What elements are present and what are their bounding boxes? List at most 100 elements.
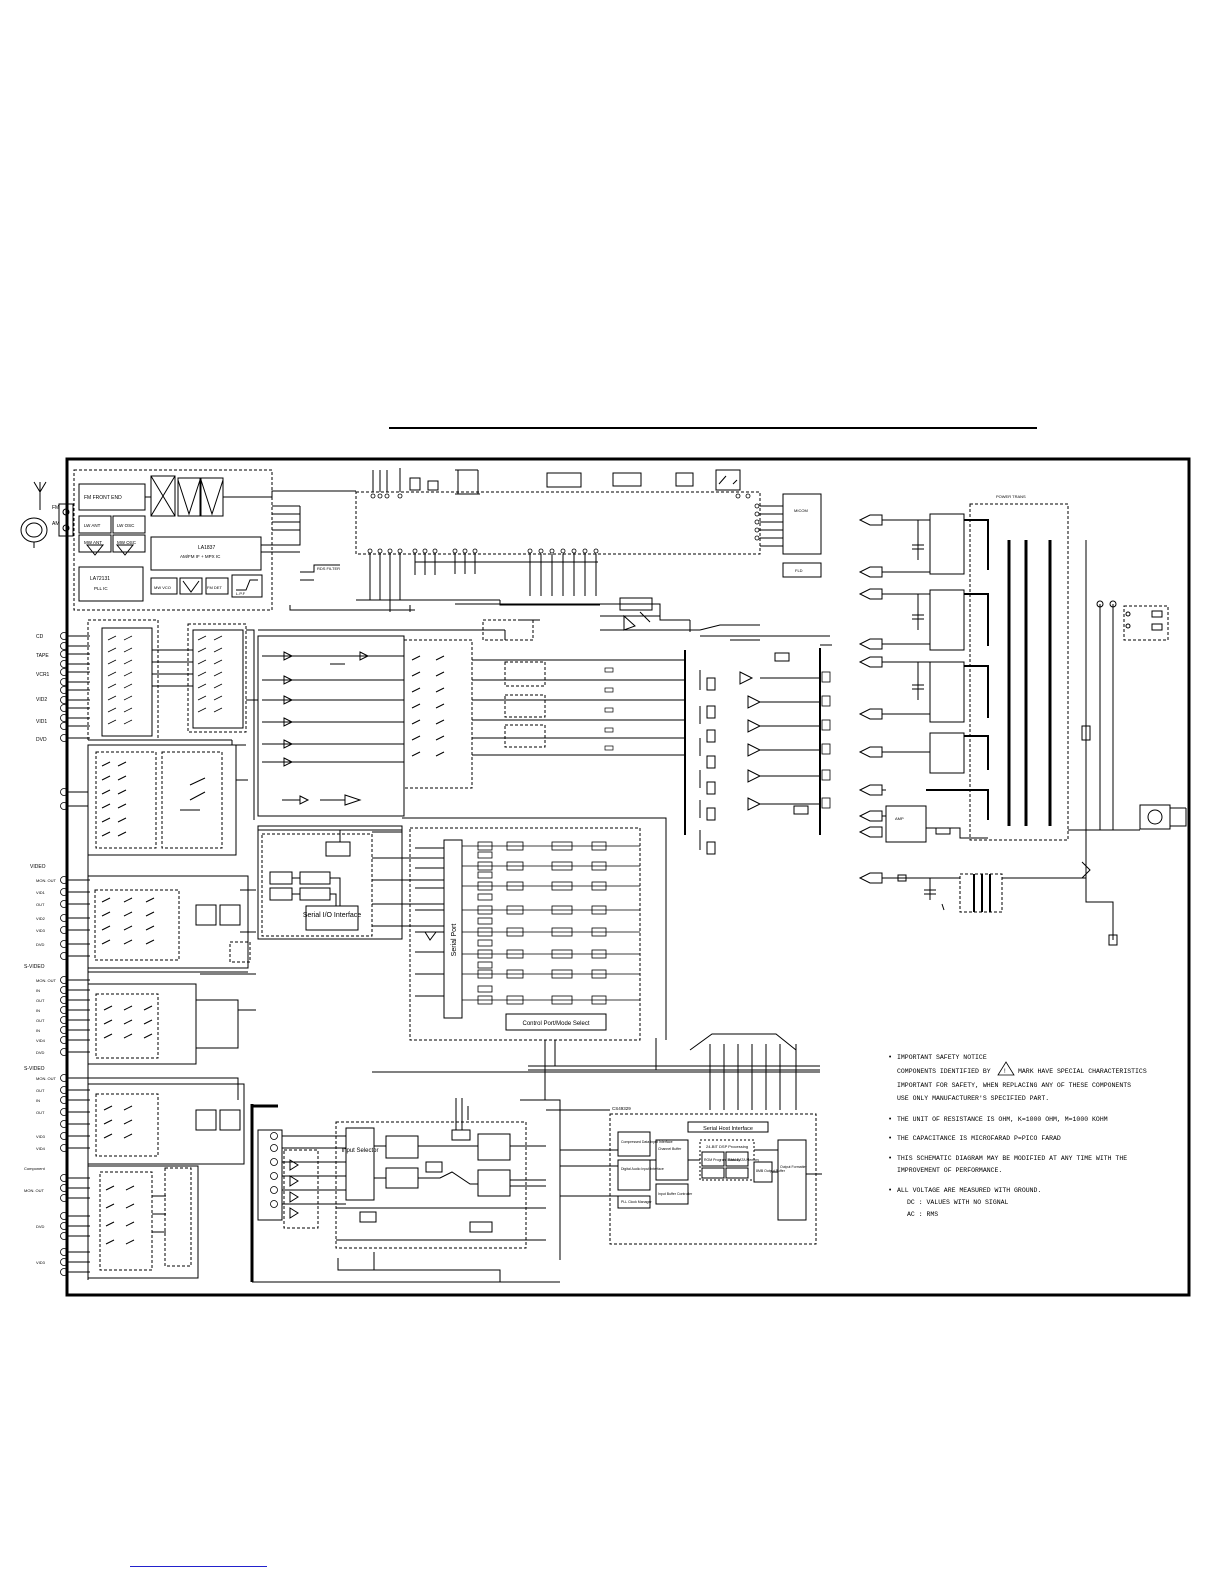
note-voltage-c: AC : RMS bbox=[907, 1211, 938, 1218]
svideo-header: S-VIDEO bbox=[24, 964, 45, 970]
micom-dots bbox=[367, 493, 760, 554]
input-vid2: VID2 bbox=[36, 697, 47, 703]
if-desc-label: AM/FM IF + MPX IC bbox=[180, 554, 221, 559]
dsp-labels: Serial I/O Interface Serial Port Control… bbox=[303, 912, 590, 1027]
component-mon-out: MON. OUT bbox=[36, 1076, 57, 1081]
input-buffer-label: Input Buffer Controller bbox=[658, 1192, 693, 1196]
decoder-jacks bbox=[270, 1132, 278, 1208]
channel-buffer-label: Channel Buffer bbox=[658, 1147, 682, 1151]
component-in: IN bbox=[36, 1098, 40, 1103]
micom-section bbox=[355, 468, 822, 632]
output-buffer-label: 8MB Output Buffer bbox=[756, 1169, 786, 1173]
note-safety-c: IMPORTANT FOR SAFETY, WHEN REPLACING ANY… bbox=[897, 1082, 1131, 1089]
dsp-channel-blocks bbox=[462, 841, 640, 1005]
section-dividers bbox=[87, 745, 820, 1283]
serial-io-label: Serial I/O Interface bbox=[303, 912, 361, 919]
component2-dvd: DVD bbox=[36, 1224, 45, 1229]
input-vid1: VID1 bbox=[36, 719, 47, 725]
power-section bbox=[858, 503, 1187, 946]
mw-vco-label: MW VCO bbox=[154, 585, 171, 590]
rom-label: ROM Program Memory bbox=[704, 1158, 740, 1162]
footer-link-underline[interactable] bbox=[130, 1566, 267, 1567]
note-resistance: THE UNIT OF RESISTANCE IS OHM, K=1000 OH… bbox=[897, 1116, 1108, 1123]
component-labels: S-VIDEO MON. OUT OUT IN OUT VID3 VID4 bbox=[24, 1066, 57, 1151]
output-amp-column bbox=[684, 635, 832, 855]
note-safety-b: MARK HAVE SPECIAL CHARACTERISTICS bbox=[1018, 1068, 1147, 1075]
component2-mon-out: MON. OUT bbox=[24, 1188, 45, 1193]
video-out: OUT bbox=[36, 902, 45, 907]
component2-section bbox=[68, 1165, 199, 1279]
video-header: VIDEO bbox=[30, 864, 46, 870]
micom-label: MICOM bbox=[794, 508, 808, 513]
input-dvd: DVD bbox=[36, 737, 47, 743]
fm-front-end-label: FM FRONT END bbox=[84, 495, 122, 501]
ram-label: RAM DATA Memory bbox=[728, 1158, 759, 1162]
note-safety-d: USE ONLY MANUFACTURER'S SPECIFIED PART. bbox=[897, 1095, 1049, 1102]
decoder-labels: Input Selector CS49329 Serial Host Inter… bbox=[341, 1106, 807, 1204]
video-jacks bbox=[60, 876, 68, 960]
component-vid3: VID3 bbox=[36, 1134, 46, 1139]
component-out-2: OUT bbox=[36, 1110, 45, 1115]
svideo-labels: S-VIDEO MON. OUT IN OUT IN OUT IN VID4 D… bbox=[24, 964, 57, 1055]
rds-filter-label: RDS FILTER bbox=[317, 566, 340, 571]
svideo-out-2: OUT bbox=[36, 1018, 45, 1023]
video-mon-out: MON. OUT bbox=[36, 878, 57, 883]
digital-audio-input-label: Digital Audio Input Interface bbox=[621, 1167, 664, 1171]
video-vid3: VID3 bbox=[36, 928, 46, 933]
schematic-frame bbox=[65, 457, 1191, 1297]
warning-triangle-icon bbox=[997, 1061, 1015, 1076]
component2-header: Component bbox=[24, 1166, 46, 1171]
warning-triangle-mark: ! bbox=[1004, 1069, 1006, 1075]
svideo-mon-out: MON. OUT bbox=[36, 978, 57, 983]
lw-osc-label: LW OSC bbox=[117, 523, 135, 528]
fl-driver-label: FLD bbox=[795, 568, 803, 573]
power-trans-label: POWER TRANS bbox=[996, 494, 1026, 499]
input-vcr1: VCR1 bbox=[36, 672, 50, 678]
svideo-in-3: IN bbox=[36, 1028, 40, 1033]
component2-vid3: VID3 bbox=[36, 1260, 46, 1265]
serial-port-label: Serial Port bbox=[451, 924, 458, 957]
svideo-in-1: IN bbox=[36, 988, 40, 993]
input-cd: CD bbox=[36, 634, 44, 640]
component-vid4: VID4 bbox=[36, 1146, 46, 1151]
note-bullet-5: • bbox=[888, 1187, 892, 1195]
output-formatter-label: Output Formatter bbox=[780, 1165, 807, 1169]
lw-ant-label: LW ANT bbox=[84, 523, 101, 528]
component-section bbox=[68, 1077, 245, 1165]
video-dvd: DVD bbox=[36, 942, 45, 947]
svideo-jacks bbox=[60, 976, 68, 1056]
component2-jacks bbox=[60, 1174, 68, 1276]
audio-input-switches bbox=[107, 635, 223, 725]
pll-clock-label: PLL Clock Manager bbox=[621, 1200, 652, 1204]
dsp-section bbox=[257, 817, 667, 1041]
video-vid2: VID2 bbox=[36, 916, 46, 921]
tuner-section bbox=[20, 469, 415, 611]
input-tape: TAPE bbox=[36, 653, 49, 659]
svideo-in-2: IN bbox=[36, 1008, 40, 1013]
audio-selector-2-jacks bbox=[60, 788, 68, 810]
audio-selector-2 bbox=[68, 744, 248, 856]
compressed-input-label: Compressed Data Input Interface bbox=[621, 1140, 673, 1144]
svideo-out-1: OUT bbox=[36, 998, 45, 1003]
svideo-vid4: VID4 bbox=[36, 1038, 46, 1043]
power-labels: POWER TRANS AMP bbox=[895, 494, 1026, 821]
note-bullet-4: • bbox=[888, 1155, 892, 1163]
video-section bbox=[68, 875, 256, 969]
speaker-terminals bbox=[821, 671, 831, 809]
note-safety-title: IMPORTANT SAFETY NOTICE bbox=[897, 1054, 987, 1061]
note-bullet-1: • bbox=[888, 1054, 892, 1062]
lpf-label: L.P.F bbox=[236, 591, 246, 596]
svideo-dvd: DVD bbox=[36, 1050, 45, 1055]
mw-osc-label: MW OSC bbox=[117, 540, 137, 545]
analog-processing bbox=[257, 615, 685, 817]
if-chip-label: LA1837 bbox=[198, 545, 215, 551]
fm-label: FM bbox=[52, 505, 59, 511]
pll-chip-label: LA72131 bbox=[90, 576, 110, 582]
input-selector-label: Input Selector bbox=[341, 1148, 378, 1154]
svideo-section bbox=[68, 971, 256, 1065]
micom-labels: MICOM FLD bbox=[794, 508, 808, 573]
audio-input-jacks bbox=[60, 632, 68, 742]
note-modified-b: IMPROVEMENT OF PERFORMANCE. bbox=[897, 1167, 1002, 1174]
audio-input-section bbox=[68, 619, 258, 820]
